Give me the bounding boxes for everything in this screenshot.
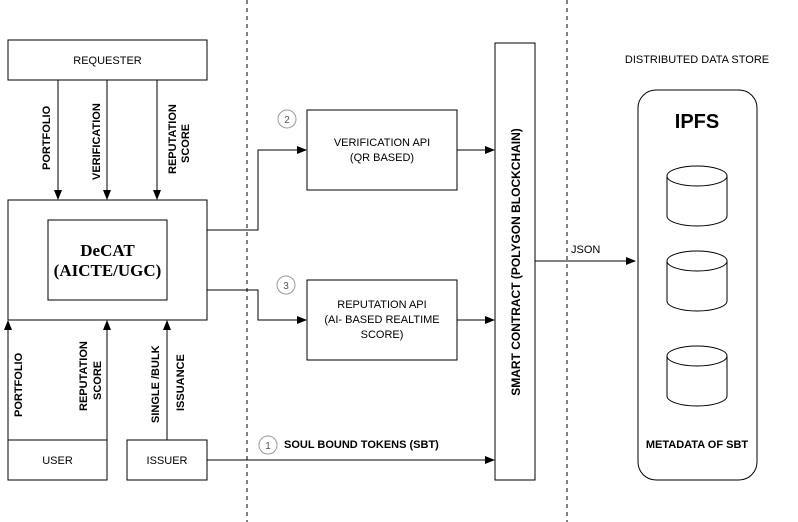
ipfs-title: IPFS — [675, 111, 719, 133]
single-bulk-label: SINGLE /BULK — [150, 345, 162, 423]
smart-contract-node: SMART CONTRACT (POLYGON BLOCKCHAIN) — [494, 42, 536, 481]
ipfs-node: IPFS METADATA OF SBT — [637, 89, 758, 481]
step-3-number: 3 — [283, 281, 289, 292]
sbt-label: SOUL BOUND TOKENS (SBT) — [284, 439, 439, 451]
decat-node: DeCAT (AICTE/UGC) — [7, 199, 208, 321]
step-2-number: 2 — [284, 115, 290, 126]
decat-to-verification-arrow — [207, 146, 307, 231]
reputation-api-title: REPUTATION API — [337, 299, 426, 311]
verification-api-title: VERIFICATION API — [334, 137, 430, 149]
reputation-api-subtitle-1: (AI- BASED REALTIME — [324, 314, 439, 326]
data-store-title: DISTRIBUTED DATA STORE — [625, 54, 769, 66]
decat-to-reputation-arrow — [207, 289, 307, 324]
requester-node: REQUESTER — [7, 39, 208, 81]
database-icon — [666, 250, 728, 312]
reputation-top-label-line1: REPUTATION — [167, 104, 179, 174]
decat-title: DeCAT — [80, 241, 135, 260]
reputation-top-label-line2: SCORE — [180, 124, 192, 163]
user-label: USER — [42, 455, 73, 467]
decat-subtitle: (AICTE/UGC) — [54, 261, 162, 280]
requester-label: REQUESTER — [73, 55, 142, 67]
reputation-api-subtitle-2: SCORE) — [361, 329, 404, 341]
verification-top-label: VERIFICATION — [91, 103, 103, 180]
portfolio-top-label: PORTFOLIO — [41, 105, 53, 170]
reputation-bottom-label-line1: REPUTATION — [78, 341, 90, 411]
step-2-badge: 2 — [277, 109, 297, 129]
json-label: JSON — [571, 244, 600, 256]
issuance-label: ISSUANCE — [175, 354, 187, 411]
verification-api-node: VERIFICATION API (QR BASED) — [306, 109, 458, 191]
database-icon — [666, 165, 728, 227]
smart-contract-label: SMART CONTRACT (POLYGON BLOCKCHAIN) — [509, 128, 523, 396]
portfolio-bottom-label: PORTFOLIO — [13, 352, 25, 417]
reputation-api-node: REPUTATION API (AI- BASED REALTIME SCORE… — [306, 279, 458, 361]
user-node: USER — [7, 439, 108, 481]
verification-api-subtitle: (QR BASED) — [350, 152, 414, 164]
reputation-bottom-label-line2: SCORE — [92, 361, 104, 400]
metadata-label: METADATA OF SBT — [646, 439, 749, 451]
step-1-badge: 1 — [258, 435, 278, 455]
step-3-badge: 3 — [276, 275, 296, 295]
step-1-number: 1 — [265, 441, 271, 452]
database-icon — [666, 345, 728, 407]
issuer-node: ISSUER — [126, 439, 208, 481]
issuer-label: ISSUER — [147, 455, 188, 467]
